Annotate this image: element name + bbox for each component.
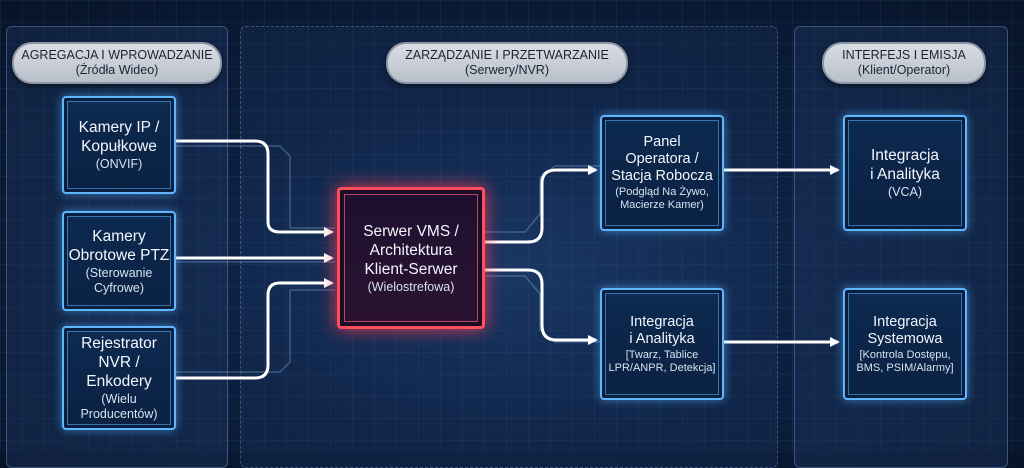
node-vms-server[interactable]: Serwer VMS / Architektura Klient-Serwer … [337, 187, 485, 329]
section-label-line2: (Serwery/NVR) [464, 63, 550, 77]
node-subtitle: (Wielostrefowa) [367, 279, 455, 294]
node-title: Kamery Obrotowe PTZ [68, 227, 170, 264]
connection-wires [175, 139, 840, 380]
connector-server-to-operator [482, 165, 598, 244]
node-subtitle: (VCA) [887, 185, 923, 199]
connector-server-to-analytics [482, 268, 598, 345]
node-subtitle: (Podgląd Na Żywo, Macierze Kamer) [615, 186, 709, 211]
section-label-line1: AGREGACJA I WPROWADZANIE [21, 48, 213, 62]
node-analytics-integration[interactable]: Integracja i Analityka [Twarz, Tablice L… [600, 288, 724, 400]
trace-line [175, 145, 335, 229]
node-operator-panel[interactable]: Panel Operatora / Stacja Robocza (Podglą… [600, 115, 724, 231]
node-subtitle: (ONVIF) [95, 157, 143, 171]
node-vca-analytics[interactable]: Integracja i Analityka (VCA) [843, 115, 967, 231]
node-title: Rejestrator NVR / Enkodery [81, 335, 157, 390]
node-title: Integracja i Analityka [870, 147, 940, 183]
node-title: Kamery IP / Kopułkowe [78, 119, 160, 155]
node-subtitle: (Wielu Producentów) [80, 392, 158, 421]
node-title: Serwer VMS / Architektura Klient-Serwer [363, 222, 459, 278]
node-nvr-recorder[interactable]: Rejestrator NVR / Enkodery (Wielu Produc… [62, 326, 176, 430]
trace-line [175, 289, 335, 373]
node-title: Integracja i Analityka [629, 313, 695, 347]
node-subtitle: (Sterowanie Cyfrowe) [85, 265, 153, 295]
node-subtitle: [Twarz, Tablice LPR/ANPR, Detekcja] [608, 348, 716, 374]
section-label-line2: (Klient/Operator) [857, 63, 951, 77]
node-ip-cameras[interactable]: Kamery IP / Kopułkowe (ONVIF) [62, 96, 176, 194]
section-label-management: ZARZĄDZANIE I PRZETWARZANIE (Serwery/NVR… [386, 42, 628, 84]
section-label-interface: INTERFEJS I EMISJA (Klient/Operator) [822, 42, 986, 84]
connector-recorder-to-server [175, 278, 334, 380]
section-label-line2: (Źródła Wideo) [75, 63, 159, 77]
section-label-line1: ZARZĄDZANIE I PRZETWARZANIE [405, 48, 609, 62]
node-title: Integracja Systemowa [867, 313, 943, 347]
section-label-line1: INTERFEJS I EMISJA [842, 48, 966, 62]
trace-line [482, 275, 600, 343]
node-ptz-cameras[interactable]: Kamery Obrotowe PTZ (Sterowanie Cyfrowe) [62, 211, 176, 311]
node-title: Panel Operatora / Stacja Robocza [611, 134, 713, 184]
connector-cameras-ip-to-server [175, 139, 334, 237]
node-subtitle: [Kontrola Dostępu, BMS, PSIM/Alarmy] [856, 348, 954, 374]
node-system-integration[interactable]: Integracja Systemowa [Kontrola Dostępu, … [843, 288, 967, 400]
section-label-aggregation: AGREGACJA I WPROWADZANIE (Źródła Wideo) [12, 42, 222, 84]
trace-line [482, 165, 600, 233]
